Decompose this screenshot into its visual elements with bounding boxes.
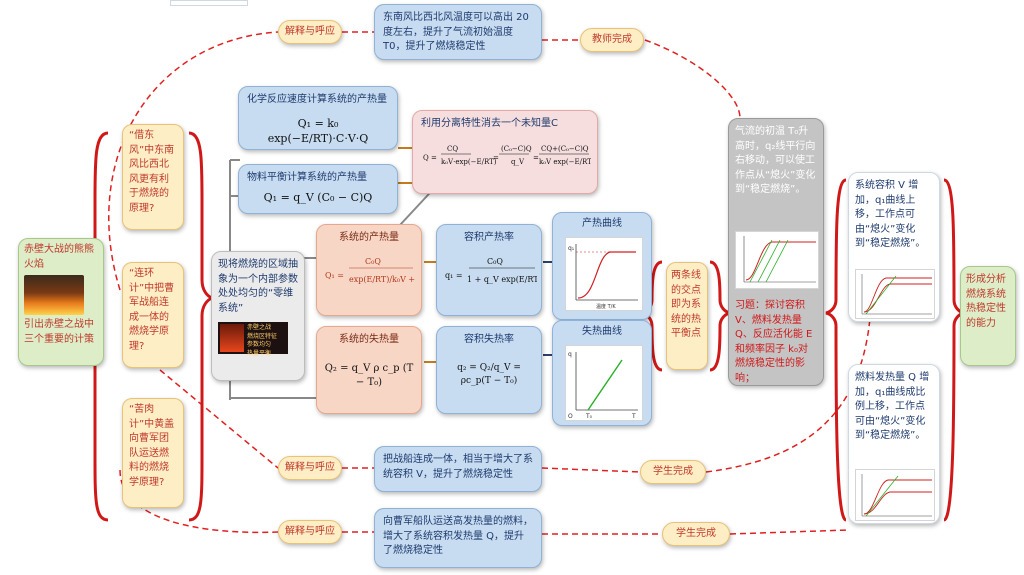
svg-text:CQ: CQ — [447, 145, 458, 153]
connector-dashed-top-left — [108, 31, 279, 291]
svg-text:T: T — [631, 413, 636, 420]
heat-gen-formula: Q₁ = C₀Q exp(E/RT)/k₀V + 1/q_V — [325, 257, 441, 284]
heat-loss-formula: Q₂ = q_V ρ c_p (T − T₀) — [324, 362, 414, 389]
heat-gen-plot: q₁ 温度 T/K — [565, 237, 643, 311]
flow-temp-plot — [735, 231, 819, 289]
heat-loss-curve-node: 失热曲线 O T₀ T q — [552, 320, 652, 426]
separation-title: 利用分离特性消去一个未知量C — [421, 118, 558, 129]
material-balance-title: 物料平衡计算系统的产热量 — [247, 172, 367, 183]
left-center-node: 赤壁大战的熊熊火焰 引出赤壁之战中三个重要的计策 — [18, 238, 104, 366]
fuel-heat-plot — [855, 469, 935, 521]
svg-text:k₀V·exp(−E/RT): k₀V·exp(−E/RT) — [441, 158, 497, 166]
heat-gen-title: 系统的产热量 — [339, 232, 399, 243]
svg-text:Q₁ =: Q₁ = — [325, 271, 344, 280]
connector-dashed — [159, 369, 279, 469]
svg-text:Q =: Q = — [423, 154, 437, 162]
svg-text:exp(E/RT)/k₀V + 1/q_V: exp(E/RT)/k₀V + 1/q_V — [349, 275, 417, 284]
volume-increase-plot — [855, 269, 935, 319]
fire-image — [24, 275, 84, 315]
zero-system-text: 现将燃烧的区域抽象为一个内部参数处处均匀的“零维系统” — [218, 259, 298, 314]
bottom-explain-node: 向曹军船队运送高发热量的燃料，增大了系统容积发热量 Q，提升了燃烧稳定性 — [374, 508, 542, 568]
heat-loss-title: 系统的失热量 — [339, 334, 399, 345]
chem-rate-formula: Q₁ = k₀ exp(−E/RT)·C·V·Q — [267, 116, 369, 146]
heat-gen-rate-formula: q₁ = C₀Q 1 + q_V exp(E/RT)/k₀V — [445, 257, 558, 284]
separation-node: 利用分离特性消去一个未知量C Q = CQ k₀V·exp(−E/RT) = (… — [412, 110, 619, 194]
right-bracket-left — [825, 178, 848, 522]
heat-loss-rate-formula: q₂ = Q₂/q_V = ρc_p(T − T₀) — [457, 362, 521, 386]
heat-gen-rate-node: 容积产热率 q₁ = C₀Q 1 + q_V exp(E/RT)/k₀V — [436, 224, 558, 316]
svg-text:O: O — [568, 413, 573, 420]
chem-rate-title: 化学反应速度计算系统的产热量 — [247, 94, 387, 105]
explain-label-top: 解释与呼应 — [278, 20, 342, 44]
svg-text:=: = — [533, 154, 539, 162]
fuel-heat-text: 燃料发热量 Q 增加，q₁曲线成比例上移，工作点可由“熄火”变化到“稳定燃烧”。 — [855, 372, 930, 441]
explain-label-mid: 解释与呼应 — [278, 456, 342, 480]
svg-text:q₁ =: q₁ = — [445, 271, 463, 280]
heat-loss-series — [587, 359, 623, 411]
connector-dashed-teacher — [644, 39, 741, 119]
teacher-done-label: 教师完成 — [580, 28, 644, 52]
fuel-heat-node: 燃料发热量 Q 增加，q₁曲线成比例上移，工作点可由“熄火”变化到“稳定燃烧”。 — [848, 364, 940, 524]
material-balance-node: 物料平衡计算系统的产热量 Q₁ = q_V (C₀ − C)Q — [238, 164, 398, 214]
left-center-desc: 引出赤壁之战中三个重要的计策 — [24, 319, 94, 345]
connector-dashed-student-mid — [705, 317, 871, 473]
heat-loss-node: 系统的失热量 Q₂ = q_V ρ c_p (T − T₀) — [316, 326, 422, 414]
connector-dashed — [729, 529, 849, 535]
top-banner — [170, 0, 248, 6]
strategy-self-injury: “苦肉计”中黄盖向曹军团队运送燃料的燃烧学原理? — [122, 398, 184, 508]
mid-bracket-right — [709, 260, 731, 372]
svg-text:温度 T/K: 温度 T/K — [596, 303, 616, 310]
svg-text:=: = — [493, 154, 499, 162]
strategy-borrow-wind: “借东风”中东南风比西北风更有利于燃烧的原理? — [122, 124, 184, 230]
heat-gen-curve-node: 产热曲线 q₁ 温度 T/K — [552, 212, 652, 320]
top-explain-node: 东南风比西北风温度可以高出 20 度左右，提升了气流初始温度 T0，提升了燃烧稳… — [374, 4, 542, 60]
student-done-label-mid: 学生完成 — [640, 460, 706, 484]
zero-system-node: 现将燃烧的区域抽象为一个内部参数处处均匀的“零维系统” 赤壁之战 燃烧区特征 参… — [211, 251, 305, 381]
svg-text:q: q — [568, 351, 572, 358]
material-balance-formula: Q₁ = q_V (C₀ − C)Q — [263, 190, 373, 204]
svg-text:q_V: q_V — [511, 158, 525, 166]
svg-text:(C₀−C)Q: (C₀−C)Q — [501, 145, 532, 153]
svg-text:1 + q_V exp(E/RT)/k₀V: 1 + q_V exp(E/RT)/k₀V — [467, 275, 537, 284]
svg-text:k₀V exp(−E/RT) + q_V: k₀V exp(−E/RT) + q_V — [539, 158, 591, 166]
volume-increase-text: 系统容积 V 增加，q₁曲线上移，工作点可由“熄火”变化到“稳定燃烧”。 — [855, 180, 926, 249]
svg-text:q₁: q₁ — [568, 245, 575, 252]
left-center-title: 赤壁大战的熊熊火焰 — [24, 244, 94, 270]
chem-rate-node: 化学反应速度计算系统的产热量 Q₁ = k₀ exp(−E/RT)·C·V·Q — [238, 86, 398, 150]
heat-gen-curve-title: 产热曲线 — [582, 218, 622, 229]
ability-node: 形成分析燃烧系统热稳定性的能力 — [960, 266, 1016, 366]
svg-text:CQ+(C₀−C)Q: CQ+(C₀−C)Q — [541, 145, 589, 153]
svg-text:C₀Q: C₀Q — [365, 257, 381, 266]
separation-formula: Q = CQ k₀V·exp(−E/RT) = (C₀−C)Q q_V = CQ… — [423, 145, 619, 166]
left-bracket-right — [188, 131, 217, 522]
explain-label-bottom: 解释与呼应 — [278, 520, 342, 544]
flow-temp-exercise: 习题：探讨容积 V、燃料发热量 Q、反应活化能 E和频率因子 k₀对燃烧稳定性的… — [735, 300, 813, 384]
student-done-label-bottom: 学生完成 — [662, 522, 730, 546]
zero-system-thumb: 赤壁之战 燃烧区特征 参数均匀 热量平衡 — [218, 322, 288, 357]
strategy-chain-ships: “连环计”中把曹军战船连成一体的燃烧学原理? — [122, 262, 184, 368]
flow-temp-node: 气流的初温 T₀升高时，q₂线平行向右移动，可以使工作点从“熄火”变化到“稳定燃… — [728, 118, 824, 386]
heat-loss-rate-title: 容积失热率 — [464, 334, 514, 345]
heat-loss-plot: O T₀ T q — [565, 345, 643, 421]
heat-gen-node: 系统的产热量 Q₁ = C₀Q exp(E/RT)/k₀V + 1/q_V — [316, 224, 441, 316]
intersection-node: 两条线的交点即为系统的热平衡点 — [666, 262, 708, 370]
heat-loss-curve-title: 失热曲线 — [582, 326, 622, 337]
connector-dashed — [541, 467, 641, 473]
svg-text:C₀Q: C₀Q — [487, 257, 503, 266]
volume-increase-node: 系统容积 V 增加，q₁曲线上移，工作点可由“熄火”变化到“稳定燃烧”。 — [848, 172, 940, 322]
heat-gen-rate-title: 容积产热率 — [464, 232, 514, 243]
svg-text:T₀: T₀ — [585, 413, 593, 420]
flow-temp-text: 气流的初温 T₀升高时，q₂线平行向右移动，可以使工作点从“熄火”变化到“稳定燃… — [735, 126, 816, 195]
mid-explain-node: 把战船连成一体，相当于增大了系统容积 V，提升了燃烧稳定性 — [374, 446, 542, 492]
heat-gen-series — [577, 251, 636, 299]
heat-loss-rate-node: 容积失热率 q₂ = Q₂/q_V = ρc_p(T − T₀) — [436, 326, 542, 414]
